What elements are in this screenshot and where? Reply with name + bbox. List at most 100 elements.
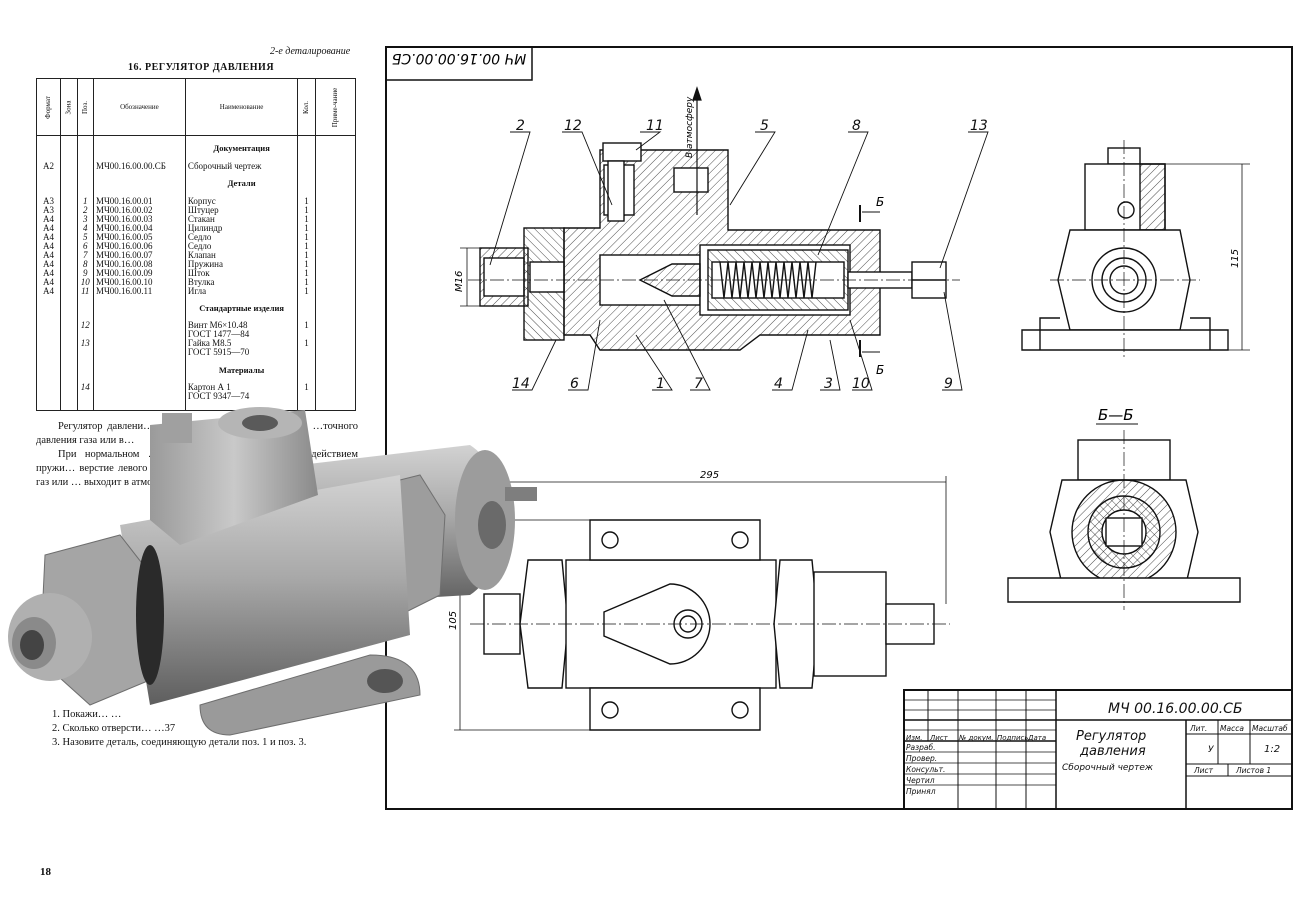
spec-cell: 10: [76, 277, 94, 287]
callout-numbers: 2 12 11 5 8 13 14 6 1 7 4 3 10 9: [512, 118, 988, 392]
spec-cell: [76, 179, 94, 189]
spec-cell: А2: [36, 161, 61, 171]
tb-role-develop: Разраб.: [906, 743, 935, 752]
spec-section-parts: Детали: [36, 179, 357, 189]
spec-cell: [314, 188, 357, 197]
section-title: Б—Б: [1098, 406, 1134, 424]
spec-blank-row: [36, 312, 357, 322]
spec-cell: А4: [36, 241, 61, 251]
plan-view: [454, 476, 950, 731]
sheet-frame: [385, 46, 1293, 810]
spec-cell: [76, 330, 94, 340]
width-dimension: 105: [448, 611, 459, 630]
spec-cell: [36, 153, 61, 162]
spec-cell: 1: [297, 223, 316, 233]
spec-cell: [76, 357, 94, 366]
spec-cell: 1: [297, 214, 316, 224]
spec-cell: [314, 205, 357, 215]
spec-cell: [314, 321, 357, 331]
mirrored-code: МЧ 00.16.00.00.СБ: [392, 50, 527, 66]
spec-cell: [76, 170, 94, 180]
main-section-view: [468, 142, 960, 351]
spec-cell: 1: [297, 259, 316, 269]
spec-cell: [36, 188, 61, 197]
spec-cell: [36, 179, 61, 189]
col-qty: Кол.: [297, 78, 316, 136]
page-header: 2-е деталирование: [270, 46, 351, 57]
spec-cell: [36, 365, 61, 375]
spec-cell: [297, 188, 316, 197]
spec-cell: [297, 392, 316, 402]
spec-cell: [297, 144, 316, 154]
spec-cell: [314, 214, 357, 224]
title-block-code: МЧ 00.16.00.00.СБ: [1108, 701, 1243, 717]
thread-dimension: [460, 247, 484, 307]
callout-3: 3: [824, 376, 833, 392]
spec-cell: [297, 401, 316, 411]
thread-label: M16: [454, 271, 465, 292]
spec-cell: [36, 374, 61, 384]
spec-cell: А4: [36, 286, 61, 296]
spec-cell: 13: [76, 339, 94, 349]
spec-cell: [76, 295, 94, 304]
spec-standard-row-cont: ГОСТ 5915—70: [36, 348, 357, 358]
spec-cell: [36, 321, 61, 331]
atmosphere-arrow: [692, 86, 702, 215]
spec-cell: 4: [76, 223, 94, 233]
spec-cell: [314, 259, 357, 269]
spec-cell: [314, 196, 357, 206]
spec-cell: [314, 339, 357, 349]
spec-blank-row: [36, 188, 357, 197]
tb-mass-label: Масса: [1220, 724, 1244, 733]
spec-cell: [297, 295, 316, 304]
spec-cell: 1: [297, 277, 316, 287]
spec-cell: [36, 295, 61, 304]
spec-cell: 1: [297, 205, 316, 215]
spec-cell: [297, 357, 316, 366]
spec-cell: 1: [297, 286, 316, 296]
callout-10: 10: [852, 376, 870, 392]
col-note: Приме-чание: [314, 78, 357, 136]
title-name-line1: Регулятор: [1076, 729, 1146, 744]
spec-cell: [36, 330, 61, 340]
spec-cell: [297, 303, 316, 313]
callout-7: 7: [694, 376, 703, 392]
spec-cell: [36, 339, 61, 349]
spec-header-row: Формат Зона Поз. Обозначение Наименовани…: [36, 78, 357, 136]
spec-blank-row: [36, 170, 357, 180]
callout-1: 1: [656, 376, 665, 392]
page-title: 16. РЕГУЛЯТОР ДАВЛЕНИЯ: [128, 62, 275, 73]
spec-cell: [314, 357, 357, 366]
spec-cell: [314, 295, 357, 304]
spec-cell: 1: [297, 383, 316, 393]
spec-cell: А4: [36, 223, 61, 233]
spec-cell: А4: [36, 259, 61, 269]
tb-role-accept: Принял: [906, 787, 936, 796]
spec-cell: [297, 348, 316, 358]
spec-cell: [297, 179, 316, 189]
spec-cell: [314, 392, 357, 402]
tb-scale-value: 1:2: [1264, 744, 1280, 755]
spec-cell: 8: [76, 259, 94, 269]
specification-table: Формат Зона Поз. Обозначение Наименовани…: [36, 78, 357, 411]
callout-6: 6: [570, 376, 579, 392]
tb-header-doc: № докум.: [958, 734, 994, 742]
spec-cell: 1: [297, 241, 316, 251]
spec-cell: [36, 392, 61, 402]
question-2: 2. Сколько отверсти… …37: [52, 723, 176, 734]
spec-cell: [314, 277, 357, 287]
spec-cell: [314, 312, 357, 322]
spec-cell: 14: [76, 383, 94, 393]
spec-cell: 7: [76, 250, 94, 260]
spec-cell: 1: [297, 321, 316, 331]
spec-cell: 12: [76, 321, 94, 331]
callout-leaders: [489, 131, 989, 391]
spec-cell: [36, 383, 61, 393]
spec-cell: [76, 188, 94, 197]
col-format: Формат: [36, 78, 61, 136]
